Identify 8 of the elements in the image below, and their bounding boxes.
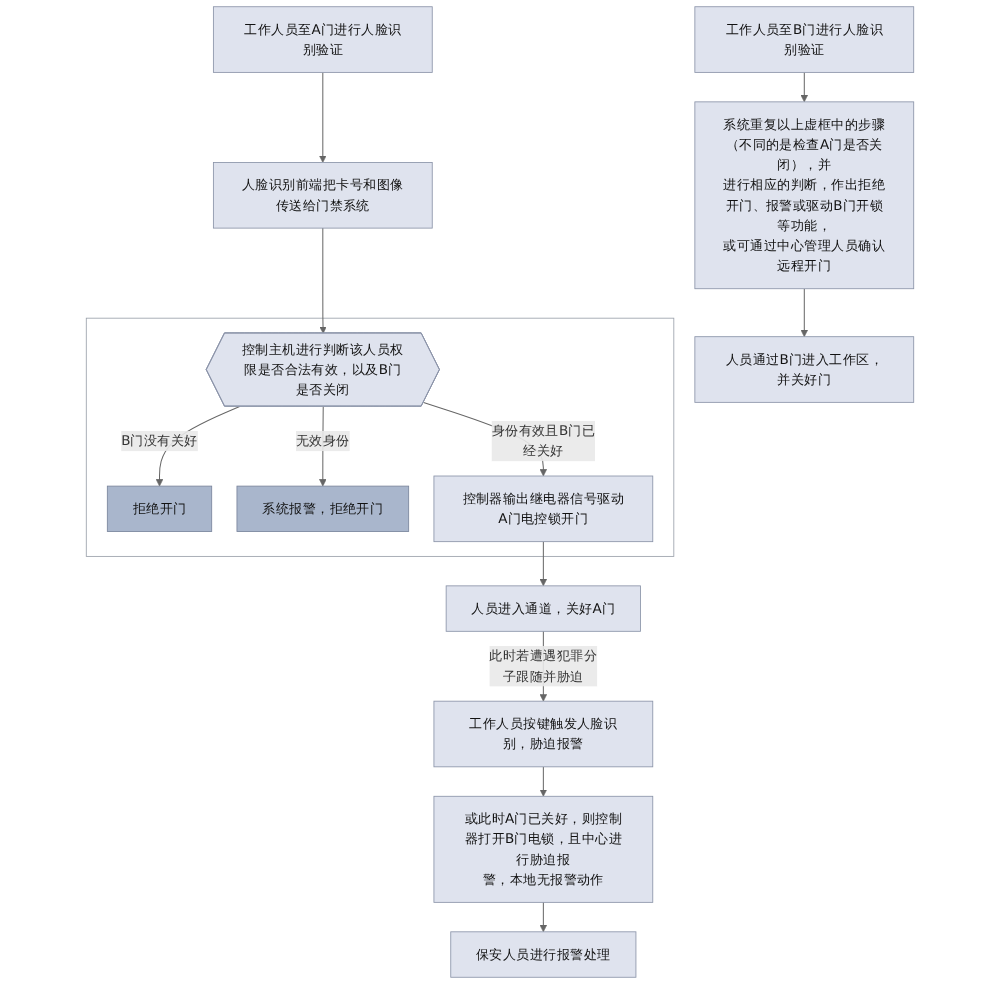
arrow <box>319 71 327 163</box>
arrow <box>319 227 327 334</box>
arrow <box>800 288 808 338</box>
arrow <box>800 71 808 103</box>
arrow <box>539 901 548 933</box>
arrow <box>539 766 548 797</box>
cluster <box>85 317 675 557</box>
arrow <box>539 541 548 587</box>
